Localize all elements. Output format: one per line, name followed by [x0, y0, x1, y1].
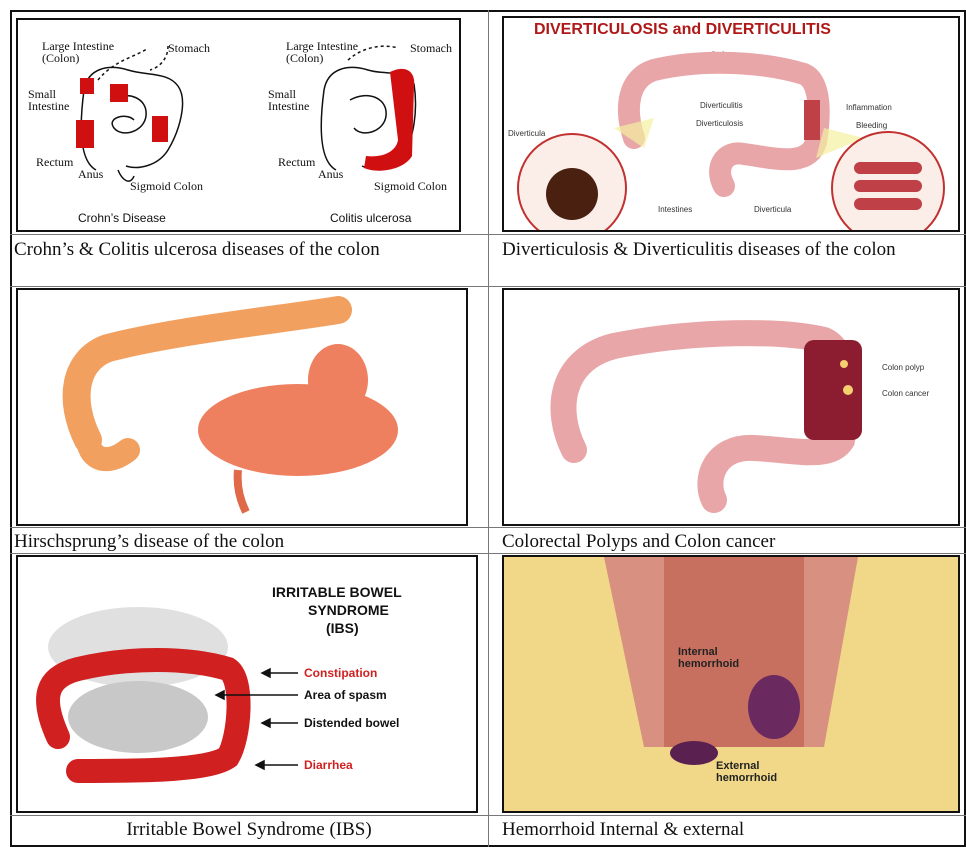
label-intestine: Intestine — [28, 99, 69, 113]
crohns-title: Crohn’s Disease — [78, 211, 166, 225]
label-diverticula-left: Diverticula — [508, 129, 546, 138]
ibs-title-1: IRRITABLE BOWEL — [272, 584, 402, 600]
label-inflammation: Inflammation — [846, 103, 892, 112]
label-rectum: Rectum — [36, 155, 74, 169]
label-polyp: Colon polyp — [882, 363, 925, 372]
label-stomach: Stomach — [168, 41, 210, 55]
label-rectum-2: Rectum — [278, 155, 316, 169]
label-constipation: Constipation — [304, 666, 377, 680]
label-internal-2: hemorrhoid — [678, 658, 739, 670]
label-anus-2: Anus — [318, 167, 344, 181]
label-external-1: External — [716, 760, 759, 772]
label-external-2: hemorrhoid — [716, 772, 777, 784]
caption-diverticulosis: Diverticulosis & Diverticulitis diseases… — [502, 238, 962, 261]
caption-hirschsprung: Hirschsprung’s disease of the colon — [14, 530, 484, 553]
label-colon-2: (Colon) — [286, 51, 323, 65]
row-divider-1 — [10, 234, 966, 235]
caption-hemorrhoid: Hemorrhoid Internal & external — [502, 818, 962, 841]
label-diarrhea: Diarrhea — [304, 758, 353, 772]
diverticulosis-figure: DIVERTICULOSIS and DIVERTICULITIS Colon … — [502, 16, 960, 232]
label-colon: (Colon) — [42, 51, 79, 65]
caption-crohns: Crohn’s & Colitis ulcerosa diseases of t… — [14, 238, 484, 261]
row-divider-4 — [10, 553, 966, 554]
ibs-figure: IRRITABLE BOWEL SYNDROME (IBS) Constipat… — [16, 555, 478, 813]
caption-ibs: Irritable Bowel Syndrome (IBS) — [14, 818, 484, 841]
label-diverticulitis: Diverticulitis — [700, 101, 743, 110]
polyps-figure: Colon polyp Colon cancer — [502, 288, 960, 526]
crohns-colitis-figure: Large Intestine (Colon) Stomach Small In… — [16, 18, 461, 232]
hemorrhoid-figure: Internal hemorrhoid External hemorrhoid — [502, 555, 960, 813]
label-spasm: Area of spasm — [304, 688, 387, 702]
label-diverticula-right: Diverticula — [754, 205, 792, 214]
diverticulosis-title: DIVERTICULOSIS and DIVERTICULITIS — [534, 21, 831, 38]
column-divider — [488, 10, 489, 847]
label-intestines: Intestines — [658, 205, 692, 214]
label-anus: Anus — [78, 167, 104, 181]
label-intestine-2: Intestine — [268, 99, 309, 113]
label-distended: Distended bowel — [304, 716, 399, 730]
colitis-title: Colitis ulcerosa — [330, 211, 412, 225]
row-divider-2 — [10, 286, 966, 287]
row-divider-3 — [10, 527, 966, 528]
label-internal-1: Internal — [678, 646, 718, 658]
hirschsprung-figure — [16, 288, 468, 526]
ibs-title-3: (IBS) — [326, 620, 359, 636]
ibs-title-2: SYNDROME — [308, 602, 389, 618]
label-stomach-2: Stomach — [410, 41, 452, 55]
label-cancer: Colon cancer — [882, 389, 929, 398]
label-sigmoid: Sigmoid Colon — [130, 179, 203, 193]
label-diverticulosis: Diverticulosis — [696, 119, 743, 128]
label-sigmoid-2: Sigmoid Colon — [374, 179, 447, 193]
label-bleeding: Bleeding — [856, 121, 887, 130]
caption-polyps: Colorectal Polyps and Colon cancer — [502, 530, 962, 553]
row-divider-5 — [10, 815, 966, 816]
